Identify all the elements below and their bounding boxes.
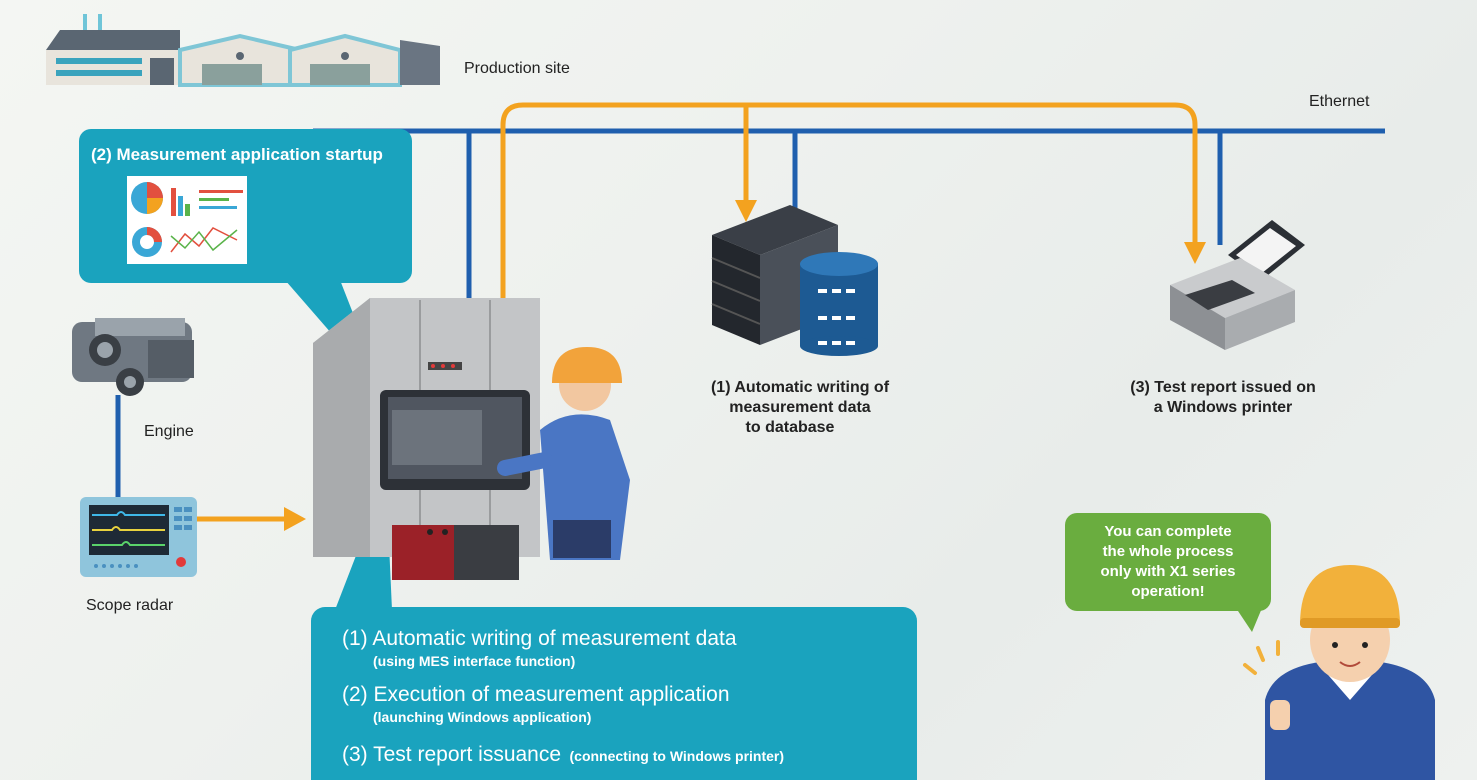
printer-icon bbox=[1170, 220, 1305, 350]
production-site-label: Production site bbox=[464, 60, 570, 77]
database-caption-line: (1) Automatic writing of bbox=[710, 379, 890, 396]
callout-features: (1) Automatic writing of measurement dat… bbox=[311, 607, 917, 780]
feature-subtitle: (connecting to Windows printer) bbox=[569, 748, 785, 764]
scope-radar-icon bbox=[80, 497, 197, 577]
engine-label: Engine bbox=[144, 423, 194, 440]
scope-radar-label: Scope radar bbox=[86, 597, 174, 614]
feature-item: (1) Automatic writing of measurement dat… bbox=[342, 627, 737, 669]
printer-arrowhead bbox=[1184, 242, 1206, 264]
printer-caption: (3) Test report issued on a Windows prin… bbox=[1100, 378, 1346, 418]
speech-line: operation! bbox=[1131, 583, 1205, 600]
feature-subtitle: (using MES interface function) bbox=[373, 653, 576, 669]
database-arrowhead bbox=[735, 200, 757, 222]
chart-thumbnail-icon bbox=[131, 182, 243, 257]
callout-top-title: (2) Measurement application startup bbox=[91, 145, 383, 164]
factory-icon bbox=[46, 14, 440, 87]
database-caption-line: measurement data bbox=[729, 399, 871, 416]
printer-caption-line: (3) Test report issued on bbox=[1130, 379, 1316, 396]
app-charts-thumbnail bbox=[127, 176, 247, 264]
speech-bubble-tail bbox=[1236, 608, 1262, 632]
speech-line: only with X1 series bbox=[1100, 563, 1236, 580]
data-flow-arrow bbox=[196, 102, 1198, 522]
worker-figure bbox=[1243, 565, 1435, 780]
printer-caption-line: a Windows printer bbox=[1153, 399, 1293, 416]
database-caption: (1) Automatic writing of measurement dat… bbox=[680, 378, 920, 438]
radar-arrowhead bbox=[284, 507, 306, 531]
feature-subtitle: (launching Windows application) bbox=[373, 709, 592, 725]
callout-measurement-app: (2) Measurement application startup bbox=[79, 129, 412, 283]
feature-item: (2) Execution of measurement application… bbox=[342, 683, 730, 725]
database-caption-line: to database bbox=[745, 419, 835, 436]
feature-title: (3) Test report issuance bbox=[342, 743, 562, 766]
database-icon bbox=[800, 252, 878, 356]
feature-title: (2) Execution of measurement application bbox=[342, 683, 730, 706]
operator-figure bbox=[497, 347, 630, 560]
speech-bubble: You can complete the whole process only … bbox=[1065, 513, 1271, 611]
speech-line: the whole process bbox=[1102, 543, 1234, 560]
measurement-unit bbox=[392, 525, 519, 580]
feature-title: (1) Automatic writing of measurement dat… bbox=[342, 627, 737, 650]
feature-item: (3) Test report issuance (connecting to … bbox=[342, 743, 784, 767]
speech-line: You can complete bbox=[1104, 523, 1232, 540]
engine-icon bbox=[72, 318, 194, 396]
ethernet-label: Ethernet bbox=[1309, 93, 1370, 110]
